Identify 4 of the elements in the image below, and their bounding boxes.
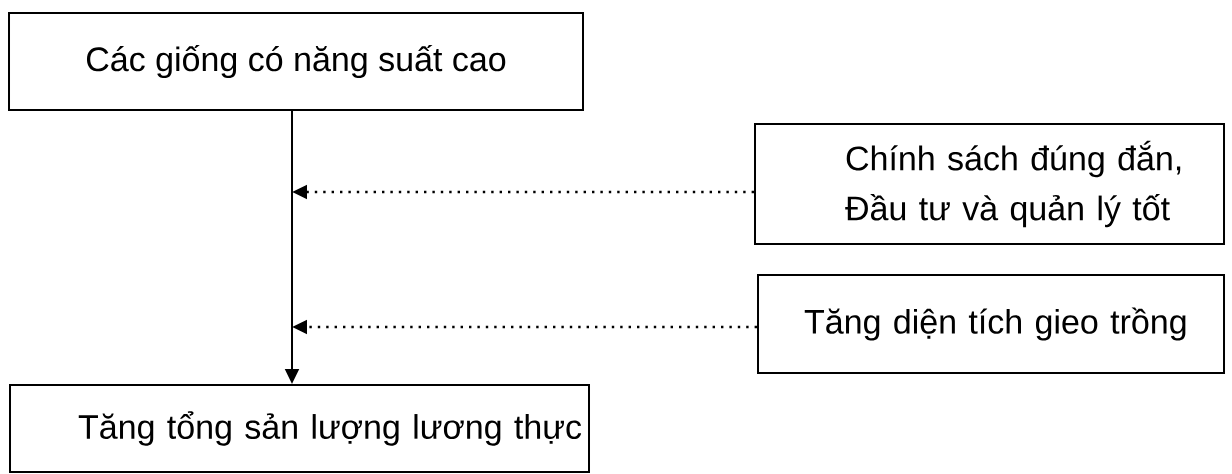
process-box: Các giống có năng suất cao bbox=[8, 12, 584, 111]
process-box: Tăng tổng sản lượng lương thực bbox=[9, 384, 590, 473]
process-box: Chính sách đúng đắn, Đầu tư và quản lý tốt bbox=[754, 123, 1225, 245]
process-box: Tăng diện tích gieo trồng bbox=[757, 274, 1225, 374]
